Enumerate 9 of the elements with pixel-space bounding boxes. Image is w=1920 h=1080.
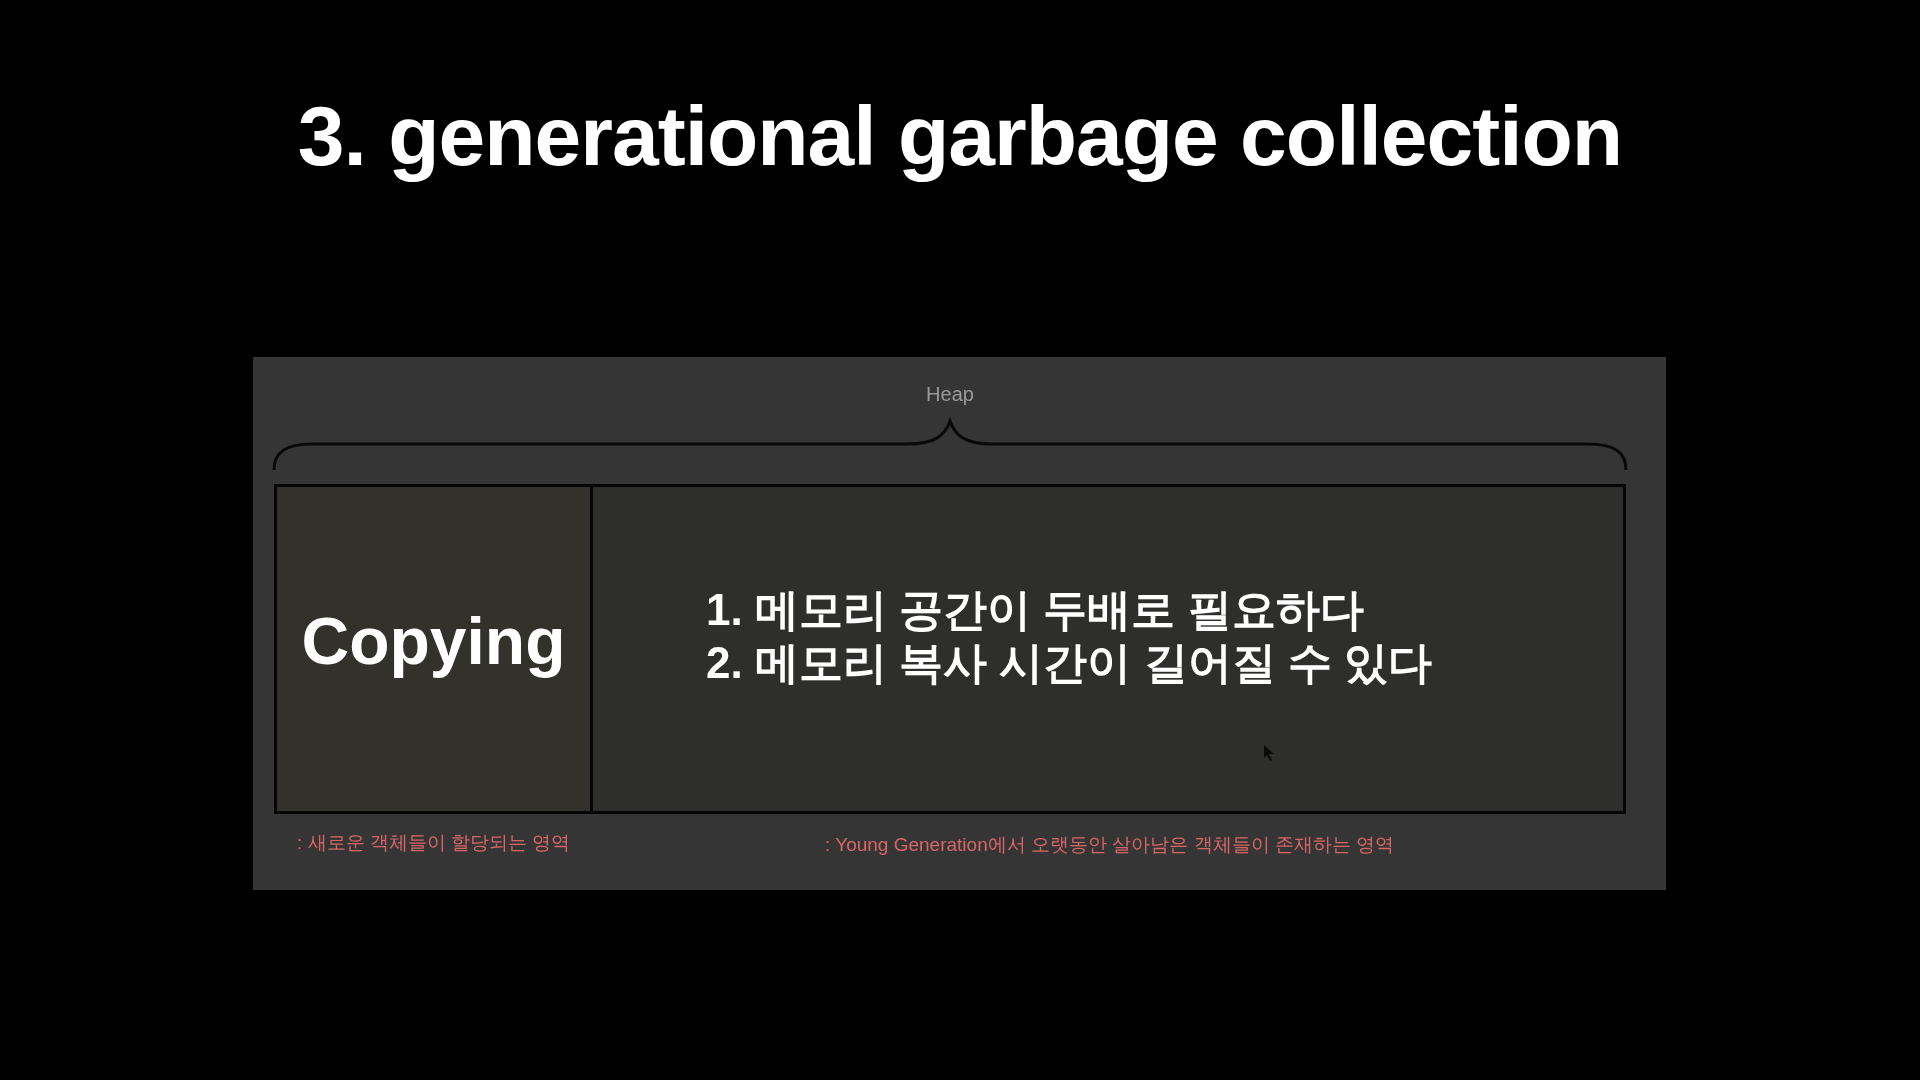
- region-caption: : Young Generation에서 오랫동안 살아남은 객체들이 존재하는 영역: [825, 833, 1395, 857]
- list-item: 1. 메모리 공간이 두배로 필요하다: [706, 584, 1364, 636]
- list-item: 2. 메모리 복사 시간이 길어질 수 있다: [706, 637, 1433, 689]
- region-box: [590, 484, 1626, 814]
- region-box: [274, 484, 593, 814]
- region-caption: : 새로운 객체들이 할당되는 영역: [297, 831, 571, 855]
- region-title: Copying: [301, 603, 566, 679]
- slide-title: 3. generational garbage collection: [297, 89, 1623, 183]
- heap-label: Heap: [926, 382, 974, 406]
